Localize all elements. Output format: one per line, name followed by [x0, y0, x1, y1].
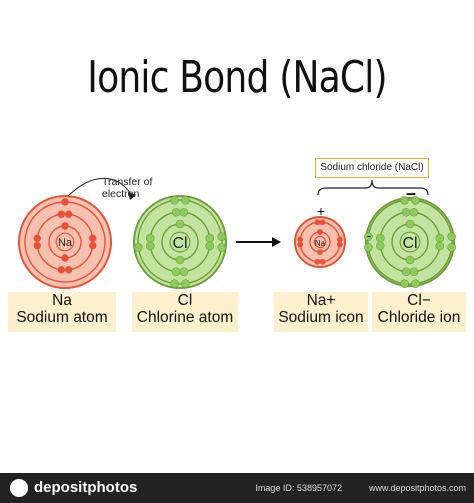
caption-name: Sodium atom: [16, 309, 108, 326]
electron: [405, 255, 415, 265]
transfer-label: Transfer of electron: [102, 176, 153, 200]
electron: [409, 207, 419, 217]
electron: [61, 222, 69, 230]
electron: [217, 243, 226, 252]
electron: [409, 267, 419, 277]
chlorine-atom-caption: Cl Chlorine atom: [132, 292, 238, 332]
electron-shell: [367, 199, 453, 285]
nucleus: [169, 231, 191, 253]
electron: [64, 210, 73, 218]
electron: [175, 255, 185, 265]
na-atom-symbol: Na: [58, 237, 73, 249]
electron: [170, 196, 179, 205]
nucleus: [399, 231, 421, 253]
electron: [134, 243, 143, 252]
electron: [64, 266, 73, 274]
compound-brace: [317, 179, 429, 196]
electron: [170, 279, 179, 288]
electron: [314, 258, 321, 265]
electron: [205, 233, 215, 243]
electron: [175, 219, 185, 229]
electron: [89, 234, 97, 243]
sodium-atom: [18, 195, 112, 289]
footer-url[interactable]: www.depositphotos.com: [368, 483, 466, 493]
electron: [447, 243, 456, 252]
transfer-arrowhead: [128, 192, 136, 200]
electron: [375, 233, 385, 243]
chlorine-atom: [133, 195, 227, 289]
chloride-ion: [364, 196, 456, 288]
electron: [319, 219, 326, 226]
cl-atom-symbol: Cl: [172, 235, 187, 252]
footer-image-id: Image ID: 538957072: [255, 483, 342, 493]
cl-ion-symbol: Cl: [402, 235, 417, 252]
sodium-ion-caption: Na+ Sodium icon: [274, 292, 368, 332]
electron: [435, 241, 445, 251]
electron: [435, 233, 445, 243]
nucleus: [55, 232, 75, 252]
electron: [400, 196, 409, 205]
electron: [57, 210, 66, 218]
electron: [33, 234, 41, 243]
cl-ion-charge-left: -: [367, 228, 371, 243]
electron: [171, 267, 181, 277]
electron: [145, 241, 155, 251]
electron: [57, 266, 66, 274]
electron-shell: [137, 199, 223, 285]
electron: [364, 232, 373, 241]
na-ion-symbol: Na: [315, 239, 326, 248]
electron: [411, 196, 420, 205]
electron: [336, 241, 343, 248]
reaction-arrowhead: [272, 237, 281, 247]
electron: [145, 233, 155, 243]
na-ion-charge: +: [317, 203, 325, 219]
sodium-ion: [294, 216, 346, 268]
electron: [61, 198, 69, 206]
caption-name: Chlorine atom: [136, 309, 234, 326]
electron: [319, 258, 326, 265]
nucleus: [313, 235, 327, 249]
caption-symbol: Na: [52, 292, 72, 309]
electron: [205, 241, 215, 251]
electron: [400, 279, 409, 288]
electron: [181, 196, 190, 205]
transfer-arrow: [67, 177, 133, 197]
electron: [297, 241, 304, 248]
electron: [297, 236, 304, 243]
electron: [61, 254, 69, 262]
electron: [317, 249, 323, 255]
electron: [179, 207, 189, 217]
electron: [179, 267, 189, 277]
electron: [89, 241, 97, 250]
electron: [217, 232, 226, 241]
electron: [317, 229, 323, 235]
caption-symbol: Cl−: [407, 292, 431, 309]
electron: [447, 232, 456, 241]
electron: [375, 241, 385, 251]
caption-name: Chloride ion: [377, 309, 461, 326]
electron: [401, 267, 411, 277]
depositphotos-logo-icon: [10, 479, 28, 497]
caption-symbol: Cl: [177, 292, 193, 309]
electron: [336, 236, 343, 243]
footer-bar: depositphotos Image ID: 538957072 www.de…: [0, 473, 474, 503]
electron: [314, 219, 321, 226]
page-title: Ionic Bond (NaCl): [87, 52, 387, 103]
cl-ion-charge-top: –: [406, 183, 416, 203]
electron: [181, 279, 190, 288]
electron: [411, 279, 420, 288]
compound-label: Sodium chloride (NaCl): [315, 158, 429, 178]
electron: [401, 207, 411, 217]
chloride-ion-caption: Cl− Chloride ion: [372, 292, 466, 332]
electron: [405, 219, 415, 229]
electron: [364, 243, 373, 252]
electron: [33, 241, 41, 250]
caption-name: Sodium icon: [278, 309, 364, 326]
electron: [171, 207, 181, 217]
ionic-bond-diagram: Na Cl Na Cl + - –: [18, 177, 456, 289]
sodium-atom-caption: Na Sodium atom: [8, 292, 116, 332]
footer-brand: depositphotos: [34, 479, 138, 496]
caption-symbol: Na+: [306, 292, 336, 309]
